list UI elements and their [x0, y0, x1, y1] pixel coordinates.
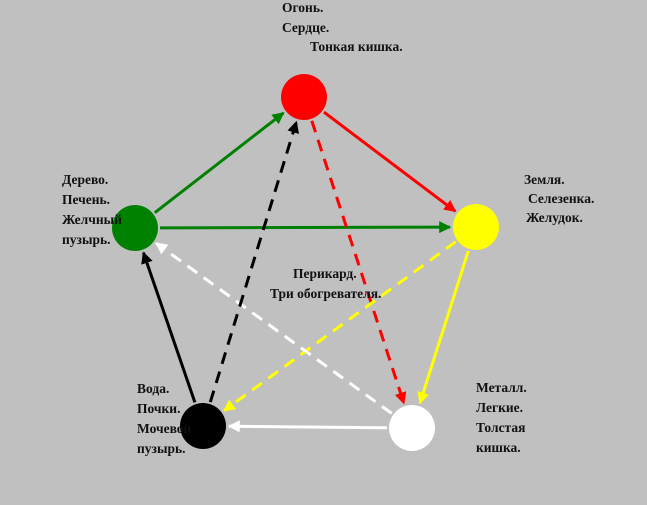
wood-label: Дерево. Печень. Желчный пузырь.: [62, 170, 122, 250]
metal-label-line-2: Легкие.: [476, 400, 524, 415]
water-element-node: [180, 403, 226, 449]
water-label-line-2: Почки.: [137, 401, 181, 416]
controls-arrow-metal-to-wood: [155, 241, 393, 415]
earth-element-node: [453, 204, 499, 250]
controls-arrow-fire-to-metal: [310, 120, 407, 405]
earth-label-line-1: Земля.: [524, 172, 565, 187]
wood-label-line-3: Желчный: [62, 212, 122, 227]
wood-label-line-2: Печень.: [62, 192, 111, 207]
metal-label-line-1: Металл.: [476, 380, 527, 395]
water-label: Вода. Почки. Мочевой пузырь.: [137, 379, 191, 459]
controls-arrow-earth-to-water: [223, 240, 457, 412]
generates-arrow-earth-to-metal: [417, 250, 470, 405]
metal-label-line-4: кишка.: [476, 440, 521, 455]
fire-label-line-1: Огонь.: [282, 0, 324, 15]
generates-arrow-water-to-wood: [141, 251, 197, 403]
controls-arrow-water-to-fire: [208, 120, 299, 403]
fire-label-line-2: Сердце.: [282, 20, 330, 35]
generates-arrow-wood-to-fire: [153, 111, 285, 214]
water-label-line-1: Вода.: [137, 381, 170, 396]
wood-element-node: [112, 205, 158, 251]
generates-arrow-fire-to-earth: [322, 110, 457, 213]
center-label-line-1: Перикард.: [293, 266, 357, 281]
wood-label-line-1: Дерево.: [62, 172, 109, 187]
metal-element-node: [389, 405, 435, 451]
metal-label: Металл. Легкие. Толстая кишка.: [476, 378, 527, 458]
earth-label-line-2: Селезенка.: [528, 191, 595, 206]
fire-element-node: [281, 74, 327, 120]
generates-arrow-wood-to-earth: [159, 221, 452, 234]
metal-label-line-3: Толстая: [476, 420, 526, 435]
generates-arrow-metal-to-water: [227, 420, 388, 433]
water-label-line-4: пузырь.: [137, 441, 186, 456]
earth-label-line-3: Желудок.: [526, 210, 583, 225]
fire-label-line-3: Тонкая кишка.: [310, 39, 403, 54]
wood-label-line-4: пузырь.: [62, 232, 111, 247]
water-label-line-3: Мочевой: [137, 421, 192, 436]
center-label-line-2: Три обогревателя.: [270, 286, 382, 301]
